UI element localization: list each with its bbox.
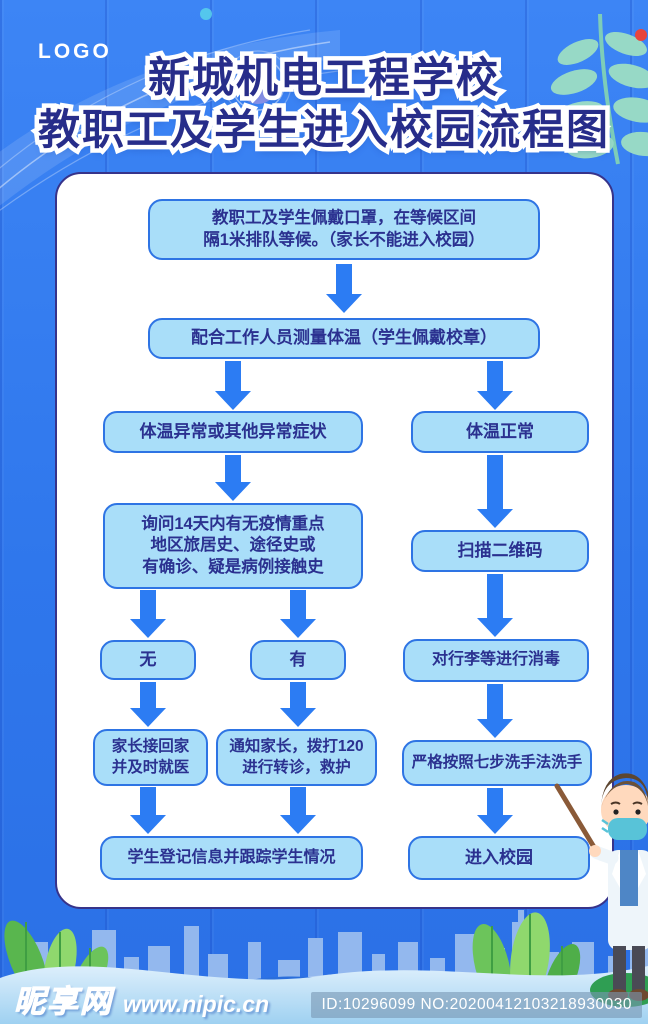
arrow-down-icon <box>280 590 316 638</box>
flow-node-yes-label: 有 <box>289 649 307 669</box>
flow-node-enter-campus: 进入校园 <box>408 836 590 880</box>
arrow-down-icon <box>326 264 362 313</box>
arrow-down-icon <box>280 682 316 727</box>
arrow-down-icon <box>130 787 166 834</box>
flow-node-register-track-label: 学生登记信息并跟踪学生情况 <box>127 848 336 866</box>
flow-node-disinfect-luggage: 对行李等进行消毒 <box>403 639 589 682</box>
flow-node-temp-normal-label: 体温正常 <box>466 421 534 441</box>
flow-node-temp-abnormal: 体温异常或其他异常症状 <box>103 411 363 453</box>
flow-node-handwash-label: 严格按照七步洗手法洗手 <box>411 753 583 771</box>
swirl-decoration <box>0 8 346 211</box>
flow-node-temp-normal: 体温正常 <box>411 411 589 453</box>
title-line-2: 教职工及学生进入校园流程图 教职工及学生进入校园流程图 <box>33 102 612 158</box>
arrow-down-icon <box>477 788 513 834</box>
watermark-site-url: www.nipic.cn <box>123 991 270 1017</box>
flow-node-scan-qrcode: 扫描二维码 <box>411 530 589 572</box>
arrow-down-icon <box>477 361 513 410</box>
doctor-character <box>554 773 648 1007</box>
title-line-1: 新城机电工程学校 新城机电工程学校 <box>143 50 502 106</box>
flow-node-temp-abnormal-label: 体温异常或其他异常症状 <box>139 421 327 441</box>
flow-node-parent-pickup: 家长接回家 并及时就医 <box>93 729 208 786</box>
arrow-down-icon <box>215 361 251 410</box>
flow-node-measure-temp: 配合工作人员测量体温（学生佩戴校章） <box>148 318 540 359</box>
image-id-bar: ID:10296099 NO:20200412103218930030 <box>311 992 642 1018</box>
arrow-down-icon <box>280 787 316 834</box>
poster-title: 新城机电工程学校 新城机电工程学校 教职工及学生进入校园流程图 教职工及学生进入… <box>0 50 648 158</box>
flow-node-mask: 教职工及学生佩戴口罩，在等候区间 隔1米排队等候。（家长不能进入校园） <box>148 199 540 260</box>
flow-node-disinfect-luggage-label: 对行李等进行消毒 <box>431 651 560 669</box>
flow-node-parent-pickup-label: 家长接回家 并及时就医 <box>111 738 190 776</box>
flow-node-enter-campus-label: 进入校园 <box>465 847 533 867</box>
watermark: 昵享网 www.nipic.cn <box>14 976 270 1021</box>
flow-node-scan-qrcode-label: 扫描二维码 <box>457 540 543 560</box>
arrow-down-icon <box>477 455 513 528</box>
watermark-site-name: 昵享网 <box>14 984 113 1020</box>
arrow-down-icon <box>130 682 166 727</box>
flow-node-measure-temp-label: 配合工作人员测量体温（学生佩戴校章） <box>191 328 497 348</box>
flow-node-register-track: 学生登记信息并跟踪学生情况 <box>100 836 363 880</box>
flow-node-yes: 有 <box>250 640 346 680</box>
leaf-branch-icon <box>550 14 648 165</box>
flow-node-notify-120: 通知家长，拨打120 进行转诊，救护 <box>216 729 377 786</box>
arrow-down-icon <box>130 590 166 638</box>
flow-node-mask-label: 教职工及学生佩戴口罩，在等候区间 隔1米排队等候。（家长不能进入校园） <box>203 209 485 249</box>
logo-text: LOGO <box>38 40 112 63</box>
arrow-down-icon <box>215 455 251 501</box>
arrow-down-icon <box>477 684 513 738</box>
flow-node-notify-120-label: 通知家长，拨打120 进行转诊，救护 <box>229 738 364 776</box>
flow-node-ask-history-label: 询问14天内有无疫情重点 地区旅居史、途径史或 有确诊、疑是病例接触史 <box>141 514 325 576</box>
flow-node-no: 无 <box>100 640 196 680</box>
flow-node-ask-history: 询问14天内有无疫情重点 地区旅居史、途径史或 有确诊、疑是病例接触史 <box>103 503 363 589</box>
flow-node-no-label: 无 <box>139 649 157 669</box>
red-dot-decoration <box>635 29 647 41</box>
flow-node-handwash: 严格按照七步洗手法洗手 <box>402 740 592 786</box>
arrow-down-icon <box>477 574 513 637</box>
